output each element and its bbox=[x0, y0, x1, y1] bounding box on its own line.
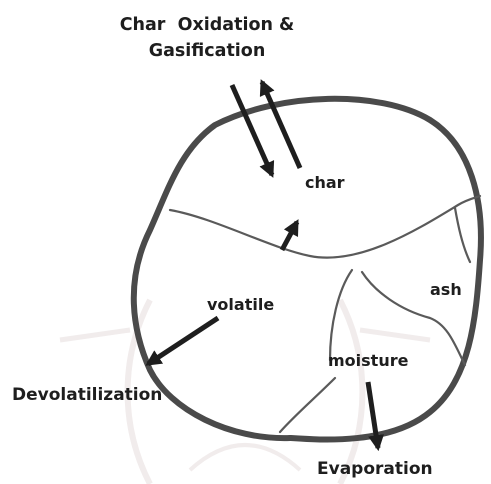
crack-lower-branch bbox=[280, 378, 335, 432]
arrow-gasification-in bbox=[232, 85, 272, 175]
arrow-char-up bbox=[282, 222, 297, 250]
label-char-oxidation-line1: Char Oxidation & bbox=[120, 15, 295, 35]
crack-horizontal bbox=[170, 196, 480, 258]
label-devolatilization: Devolatilization bbox=[12, 385, 162, 405]
label-moisture: moisture bbox=[328, 351, 409, 370]
process-arrows bbox=[148, 82, 378, 448]
arrow-devolatilization bbox=[148, 318, 218, 364]
label-evaporation: Evaporation bbox=[317, 459, 433, 479]
label-ash: ash bbox=[430, 280, 462, 299]
label-char-oxidation-line2: Gasification bbox=[149, 41, 266, 61]
crack-ash-top bbox=[455, 208, 470, 262]
particle-outline bbox=[134, 99, 481, 440]
label-char: char bbox=[305, 173, 345, 192]
arrow-gasification-out bbox=[262, 82, 300, 168]
particle-cracks bbox=[170, 196, 480, 432]
label-volatile: volatile bbox=[207, 295, 274, 314]
